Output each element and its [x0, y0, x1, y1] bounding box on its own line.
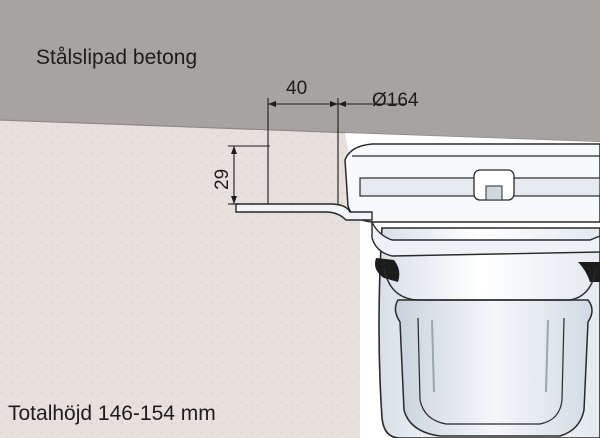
- dimension-width-label: 40: [286, 78, 307, 99]
- water-trap: [394, 299, 593, 437]
- trap-highlight: [431, 319, 549, 393]
- arrow-40-right: [330, 101, 338, 107]
- upper-ring: [383, 267, 597, 301]
- drain-collar: [371, 221, 600, 257]
- dimension-diameter-label: Ø164: [372, 90, 419, 111]
- total-height-label: Totalhöjd 146-154 mm: [8, 402, 216, 425]
- arrow-40-left: [268, 101, 276, 107]
- hub-stem: [485, 185, 503, 201]
- slab-top-edge: [0, 119, 600, 143]
- gasket-left: [375, 258, 400, 282]
- trap-inner-wall: [417, 317, 565, 425]
- dimension-height-label: 29: [212, 169, 233, 190]
- arrow-29-top: [231, 146, 237, 154]
- arrow-29-bottom: [231, 196, 237, 204]
- surface-label: Stålslipad betong: [36, 46, 197, 69]
- dimension-lines: [228, 98, 405, 205]
- arrow-164-left: [338, 101, 346, 107]
- dimension-arrows: [231, 101, 346, 204]
- flange-profile: [235, 203, 373, 221]
